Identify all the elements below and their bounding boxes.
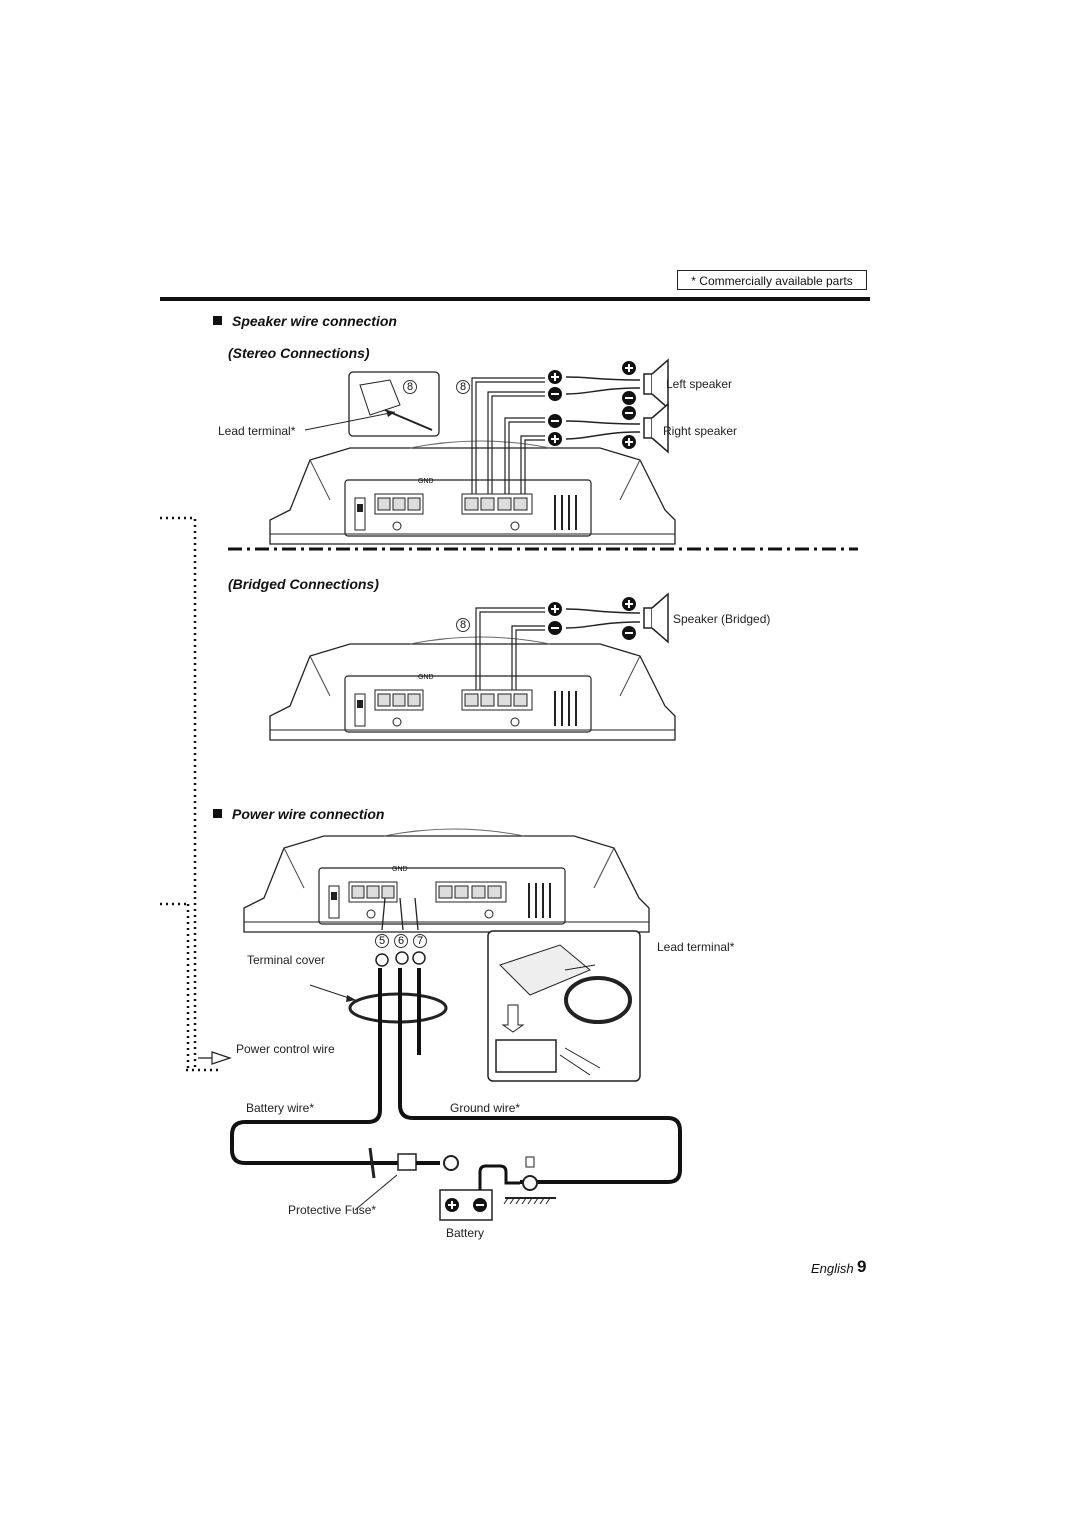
callout-7: 7	[413, 934, 427, 948]
speaker-bridged-label: Speaker (Bridged)	[673, 612, 771, 626]
gnd-label: GND	[418, 478, 434, 485]
commercially-available-note: * Commercially available parts	[677, 270, 867, 290]
bridged-amplifier	[269, 636, 676, 741]
callout-5: 5	[375, 934, 389, 948]
page-number: 9	[857, 1257, 867, 1276]
power-amplifier	[243, 828, 650, 933]
callout-6: 6	[394, 934, 408, 948]
bullet-square-icon	[213, 316, 222, 325]
speaker-wire-heading: Speaker wire connection	[213, 313, 397, 329]
lead-terminal-label-power: Lead terminal*	[657, 940, 735, 954]
gnd-label-bridged: GND	[418, 674, 434, 681]
gnd-label-power: GND	[392, 866, 408, 873]
ground-wire-label: Ground wire*	[450, 1101, 521, 1115]
power-control-wire-label: Power control wire	[236, 1042, 335, 1056]
stereo-connections-heading: (Stereo Connections)	[228, 345, 370, 361]
callout-8-bridged: 8	[456, 618, 470, 632]
bullet-square-icon	[213, 809, 222, 818]
right-speaker-label: Right speaker	[663, 424, 738, 438]
callout-8-stereo-a: 8	[403, 380, 417, 394]
battery-wire-label: Battery wire*	[246, 1101, 315, 1115]
lead-terminal-label: Lead terminal*	[218, 424, 296, 438]
power-control-dotted-line	[160, 516, 218, 1072]
terminal-cover-label: Terminal cover	[247, 953, 326, 967]
protective-fuse-label: Protective Fuse*	[288, 1203, 377, 1217]
section-rule	[160, 297, 870, 301]
footer-language: English	[811, 1261, 854, 1276]
left-speaker-label: Left speaker	[666, 377, 733, 391]
bridged-connections-heading: (Bridged Connections)	[228, 576, 379, 592]
battery-label: Battery	[446, 1226, 485, 1240]
callout-8-stereo-b: 8	[456, 380, 470, 394]
power-wire-heading: Power wire connection	[213, 806, 384, 822]
